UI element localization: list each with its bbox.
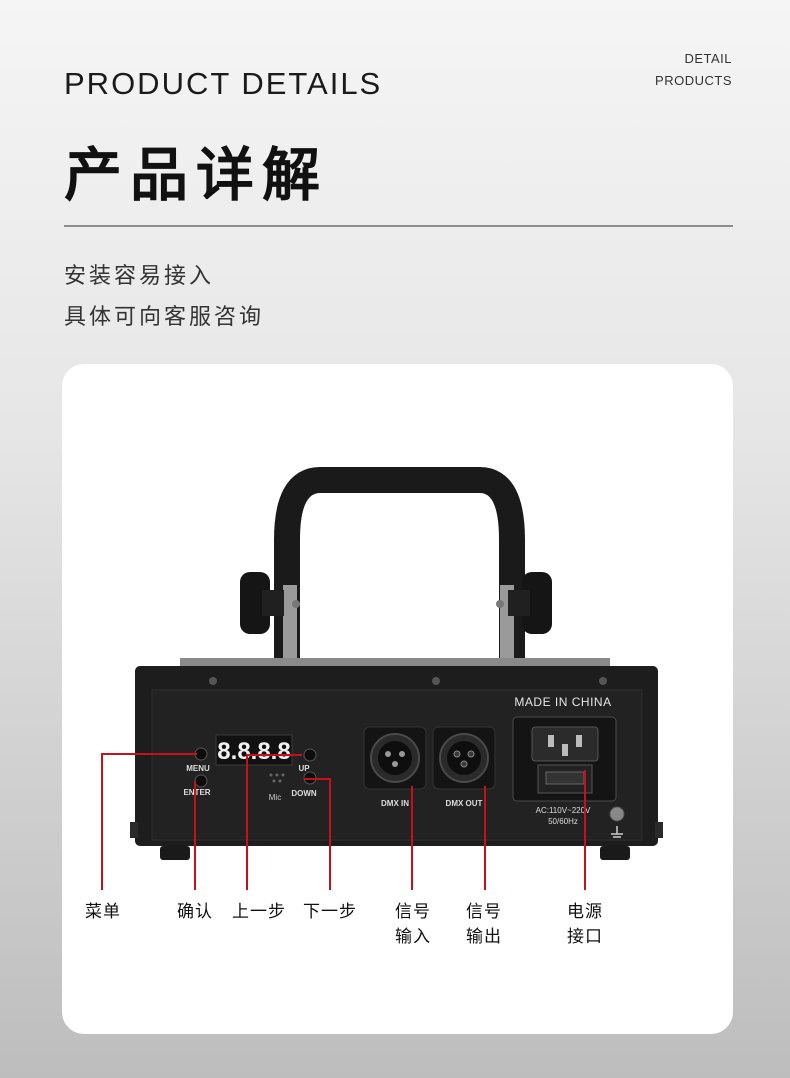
- ground-screw-icon: [609, 806, 625, 838]
- knob-right-icon: [496, 572, 552, 634]
- enter-button-label: ENTER: [183, 788, 210, 797]
- label-signal-input-line1: 信号: [395, 902, 431, 922]
- subtitle-line1: 安装容易接入: [64, 264, 215, 289]
- callout-menu: [101, 753, 197, 890]
- dmx-out-connector-icon: [432, 726, 496, 790]
- corner-caption: DETAIL PRODUCTS: [655, 48, 732, 92]
- label-signal-output-line2: 输出: [466, 927, 502, 947]
- label-menu: 菜单: [85, 902, 121, 922]
- label-confirm: 确认: [177, 902, 213, 922]
- up-button-label: UP: [298, 764, 310, 773]
- mic-label: Mic: [269, 793, 281, 802]
- dmx-in-label: DMX IN: [381, 799, 409, 808]
- bracket-slot-right: [462, 493, 474, 513]
- title-chinese: 产品详解: [64, 141, 329, 209]
- title-english: PRODUCT DETAILS: [64, 66, 383, 101]
- callout-lines: [101, 753, 586, 890]
- voltage-label: AC:110V~220V: [536, 806, 591, 815]
- microphone-grille-icon: [269, 773, 285, 783]
- label-power-port: 电源 接口: [564, 900, 606, 950]
- callout-prev: [246, 754, 302, 890]
- corner-caption-line1: DETAIL: [684, 51, 732, 66]
- power-socket-icon: [512, 716, 617, 802]
- label-signal-output-line1: 信号: [466, 902, 502, 922]
- corner-caption-line2: PRODUCTS: [655, 73, 732, 88]
- bracket-slot-left: [318, 493, 330, 513]
- label-signal-output: 信号 输出: [463, 900, 505, 950]
- frequency-label: 50/60Hz: [548, 817, 578, 826]
- dmx-in-connector-icon: [363, 726, 427, 790]
- label-power-port-line1: 电源: [567, 902, 603, 922]
- mounting-bracket: [274, 467, 525, 660]
- label-signal-input: 信号 输入: [392, 900, 434, 950]
- label-power-port-line2: 接口: [567, 927, 603, 947]
- menu-button-label: MENU: [186, 764, 210, 773]
- knob-left-icon: [240, 572, 300, 634]
- label-signal-input-line2: 输入: [395, 927, 431, 947]
- led-display-digits: 8.8.8.8: [217, 738, 290, 765]
- down-button-label: DOWN: [291, 789, 317, 798]
- foot-left: [160, 846, 190, 860]
- foot-right: [600, 846, 630, 860]
- label-next-step: 下一步: [303, 902, 357, 922]
- side-plate-left: [283, 585, 297, 665]
- label-prev-step: 上一步: [232, 902, 286, 922]
- subtitle-line2: 具体可向客服咨询: [64, 305, 265, 330]
- led-display: [215, 734, 293, 766]
- divider: [64, 225, 733, 227]
- callout-next: [304, 778, 331, 890]
- made-in-label: MADE IN CHINA: [514, 695, 611, 709]
- dmx-out-label: DMX OUT: [446, 799, 483, 808]
- bracket-hole-center: [383, 494, 401, 512]
- enter-button-icon: [194, 774, 208, 788]
- housing-top-edge: [180, 658, 610, 666]
- up-button-icon: [303, 748, 317, 762]
